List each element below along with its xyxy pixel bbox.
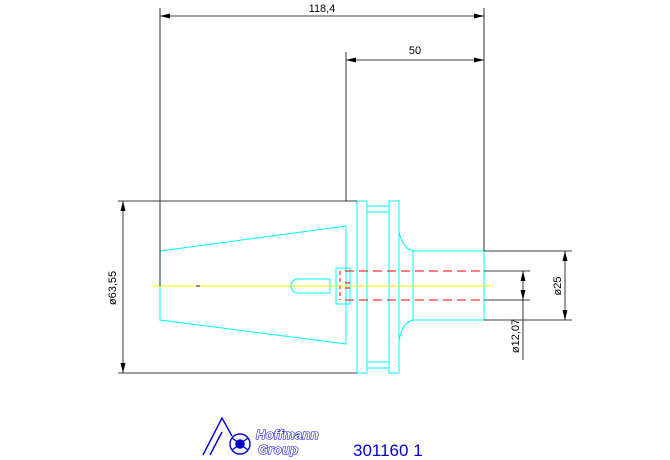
overall-length-label: 118,4 — [309, 3, 336, 15]
dimension-lines — [118, 8, 572, 374]
taper-cone — [159, 225, 347, 345]
logo-emblem-icon — [202, 416, 251, 456]
dimension-arrows — [120, 13, 568, 373]
bore-diameter-label: ø12,07 — [510, 319, 522, 353]
shank-length-label: 50 — [409, 45, 421, 57]
flange-rear — [388, 200, 400, 374]
neck-fillet-bottom — [398, 319, 416, 341]
neck-fillet-top — [398, 231, 416, 252]
hoffmann-group-logo: Hoffmann Group — [202, 416, 319, 458]
logo-line-1: Hoffmann — [256, 427, 319, 442]
part-outline — [159, 200, 485, 374]
flange-diameter-label: ø63,55 — [107, 271, 119, 305]
pull-stud — [290, 278, 331, 294]
flange — [356, 200, 368, 374]
logo-line-2: Group — [258, 442, 299, 457]
part-number: 301160 1 — [353, 441, 423, 460]
flange-groove — [366, 205, 390, 369]
shank-diameter-label: ø25 — [552, 277, 564, 296]
